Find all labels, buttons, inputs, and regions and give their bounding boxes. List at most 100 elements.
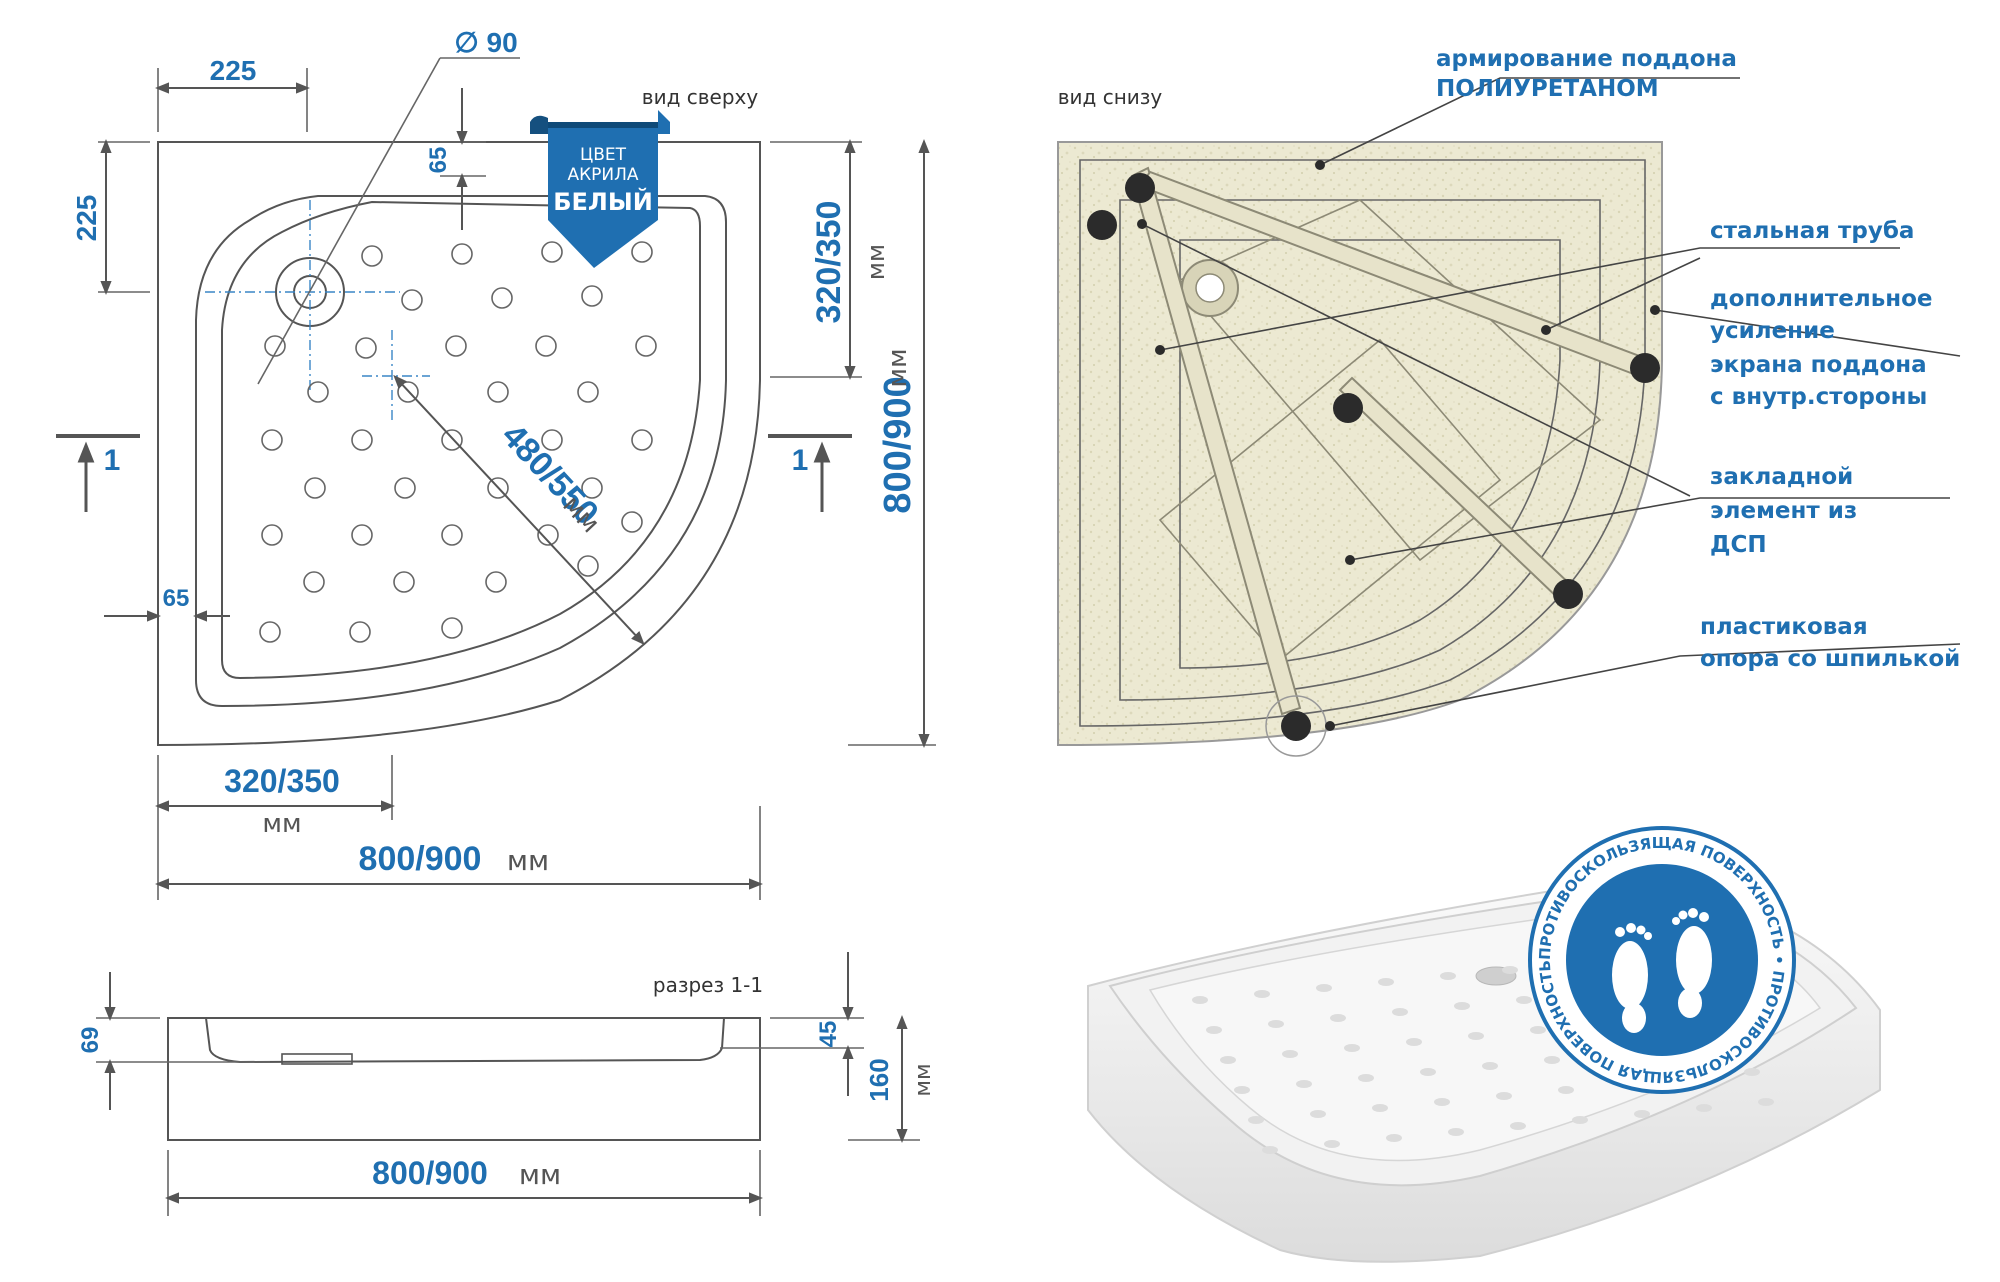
anti-slip-dot <box>451 243 473 265</box>
dim-800-900-bottom: 800/900 <box>359 840 482 878</box>
anti-slip-dot <box>631 429 653 451</box>
render-dot <box>1268 1020 1284 1028</box>
dim-diameter: ∅ 90 <box>454 27 517 58</box>
dim-unit-320-bottom: мм <box>262 809 301 839</box>
render-dot <box>1248 1116 1264 1124</box>
section-outline <box>167 1017 761 1141</box>
render-dot <box>1234 1086 1250 1094</box>
anti-slip-dot <box>621 511 643 533</box>
render-dot <box>1696 1104 1712 1112</box>
render-dot <box>1758 1098 1774 1106</box>
anti-slip-dot <box>261 524 283 546</box>
render-dot <box>1530 1026 1546 1034</box>
anti-slip-dot <box>307 381 329 403</box>
render-dot <box>1454 1002 1470 1010</box>
dim-225-top: 225 <box>210 55 257 86</box>
top-view: 225 225 ∅ 90 65 65 480/550 мм 320/350 мм <box>56 27 936 900</box>
ribbon-line2: АКРИЛА <box>567 165 638 185</box>
anti-slip-dot <box>577 555 599 577</box>
render-dot <box>1192 996 1208 1004</box>
dim-unit-160: мм <box>911 1063 936 1096</box>
anti-slip-dot <box>577 381 599 403</box>
render-dot <box>1516 996 1532 1004</box>
render-dot <box>1420 1068 1436 1076</box>
section-view: разрез 1-1 69 45 160 мм 800/900 мм <box>77 952 936 1216</box>
anti-slip-dot <box>259 621 281 643</box>
top-view-caption: вид сверху <box>642 85 759 109</box>
render-dot <box>1358 1074 1374 1082</box>
anti-slip-dot <box>394 477 416 499</box>
anti-slip-dot <box>351 524 373 546</box>
anti-slip-dot <box>264 335 286 357</box>
anti-slip-dot <box>361 245 383 267</box>
dim-unit-800-side: мм <box>883 348 913 387</box>
anti-slip-dot <box>303 571 325 593</box>
dim-225-left: 225 <box>71 195 102 242</box>
dim-unit-side: мм <box>862 244 890 280</box>
callout-chipboard: закладной элемент из ДСП <box>1710 464 1865 558</box>
render-dot <box>1330 1014 1346 1022</box>
render-dot <box>1440 972 1456 980</box>
callout-screen-reinforcement: дополнительное усиление экрана поддона с… <box>1710 286 1941 410</box>
render-dot <box>1316 984 1332 992</box>
ribbon-line3: БЕЛЫЙ <box>553 187 653 216</box>
render-dot <box>1262 1146 1278 1154</box>
dim-69: 69 <box>77 1027 104 1054</box>
render-dot <box>1468 1032 1484 1040</box>
anti-slip-dot <box>349 621 371 643</box>
render-dot <box>1310 1110 1326 1118</box>
color-ribbon: ЦВЕТ АКРИЛА БЕЛЫЙ <box>530 110 670 268</box>
render-dot <box>1558 1086 1574 1094</box>
render-dot <box>1496 1092 1512 1100</box>
render-dot <box>1482 1062 1498 1070</box>
anti-slip-dot <box>541 241 563 263</box>
dim-45: 45 <box>815 1021 842 1048</box>
render-dot <box>1544 1056 1560 1064</box>
render-dot <box>1572 1116 1588 1124</box>
anti-slip-dot <box>485 571 507 593</box>
render-dot <box>1206 1026 1222 1034</box>
anti-slip-dot <box>393 571 415 593</box>
render-dot <box>1282 1050 1298 1058</box>
anti-slip-dot <box>487 381 509 403</box>
dim-320-350-bottom: 320/350 <box>224 763 340 799</box>
render-dot <box>1296 1080 1312 1088</box>
footprints-icon <box>1612 908 1712 1033</box>
anti-slip-dot <box>401 289 423 311</box>
callout-reinforcement: армирование поддона ПОЛИУРЕТАНОМ <box>1436 46 1745 102</box>
render-dot <box>1372 1104 1388 1112</box>
anti-slip-dot <box>581 285 603 307</box>
section-caption: разрез 1-1 <box>653 973 763 997</box>
bottom-view-caption: вид снизу <box>1058 85 1163 109</box>
tray-rim <box>195 195 727 708</box>
render-dot <box>1510 1122 1526 1130</box>
render-dot <box>1386 1134 1402 1142</box>
dim-320-350-side: 320/350 <box>810 201 848 324</box>
render-dot <box>1324 1140 1340 1148</box>
anti-slip-dots <box>259 241 657 643</box>
dim-65-side: 65 <box>163 585 190 612</box>
dim-unit-section: мм <box>519 1158 561 1191</box>
anti-slip-dot <box>441 524 463 546</box>
dim-160: 160 <box>864 1058 894 1101</box>
anti-slip-dot <box>355 337 377 359</box>
section-mark-right: 1 <box>792 444 809 477</box>
tray-outline <box>157 141 761 747</box>
anti-slip-dot <box>351 429 373 451</box>
anti-slip-dot <box>635 335 657 357</box>
render-dot <box>1634 1110 1650 1118</box>
anti-slip-dot <box>261 429 283 451</box>
section-mark-left: 1 <box>104 444 121 477</box>
render-dot <box>1448 1128 1464 1136</box>
render-dot <box>1434 1098 1450 1106</box>
dim-unit-800-bottom: мм <box>507 844 549 877</box>
anti-slip-dot <box>631 241 653 263</box>
anti-slip-dot <box>535 335 557 357</box>
render-dot <box>1502 966 1518 974</box>
render-dot <box>1254 990 1270 998</box>
anti-slip-dot <box>491 287 513 309</box>
render-dot <box>1220 1056 1236 1064</box>
anti-slip-dot <box>304 477 326 499</box>
anti-slip-dot <box>445 335 467 357</box>
render-dot <box>1344 1044 1360 1052</box>
